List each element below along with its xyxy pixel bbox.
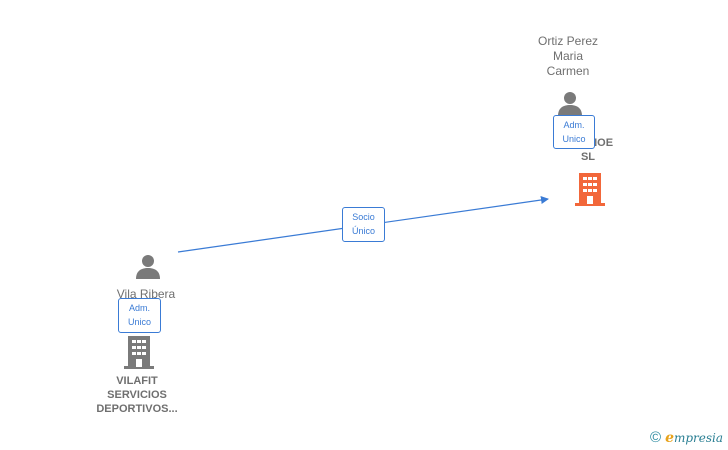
copyright-icon: © bbox=[650, 429, 662, 446]
tag-line: Unico bbox=[127, 317, 151, 327]
name-line: DEPORTIVOS... bbox=[96, 403, 178, 415]
brand-watermark: © empresia bbox=[650, 428, 723, 448]
tag-line: Único bbox=[351, 226, 375, 236]
tag-line: Socio bbox=[352, 212, 375, 222]
brand-rest: mpresia bbox=[673, 431, 724, 445]
tag-line: Adm. bbox=[563, 120, 585, 130]
brand-initial: e bbox=[665, 430, 674, 446]
brand-name: empresia bbox=[665, 428, 723, 448]
name-line: VILAFIT bbox=[116, 375, 158, 387]
edge-tag[interactable]: Socio Único bbox=[342, 207, 385, 242]
building-icon[interactable] bbox=[574, 172, 606, 206]
name-line: SL bbox=[580, 151, 596, 163]
person-name-top[interactable]: Ortiz Perez Maria Carmen bbox=[498, 34, 638, 79]
tag-line: Adm. bbox=[128, 303, 150, 313]
name-line: Maria bbox=[552, 49, 583, 63]
person-icon[interactable] bbox=[134, 252, 162, 280]
name-line: Carmen bbox=[546, 64, 590, 78]
name-line: Ortiz Perez bbox=[537, 34, 598, 48]
role-tag-top[interactable]: Adm. Unico bbox=[553, 115, 595, 149]
tag-line: Unico bbox=[562, 134, 586, 144]
name-line: Vila Ribera bbox=[116, 287, 176, 301]
person-name-bottom[interactable]: Vila Ribera bbox=[76, 287, 216, 302]
company-name-bottom[interactable]: VILAFIT SERVICIOS DEPORTIVOS... bbox=[67, 374, 207, 416]
name-line: SERVICIOS bbox=[107, 389, 167, 401]
role-tag-bottom[interactable]: Adm. Unico bbox=[118, 298, 161, 333]
person-icon[interactable] bbox=[556, 89, 584, 117]
building-icon[interactable] bbox=[123, 335, 155, 369]
